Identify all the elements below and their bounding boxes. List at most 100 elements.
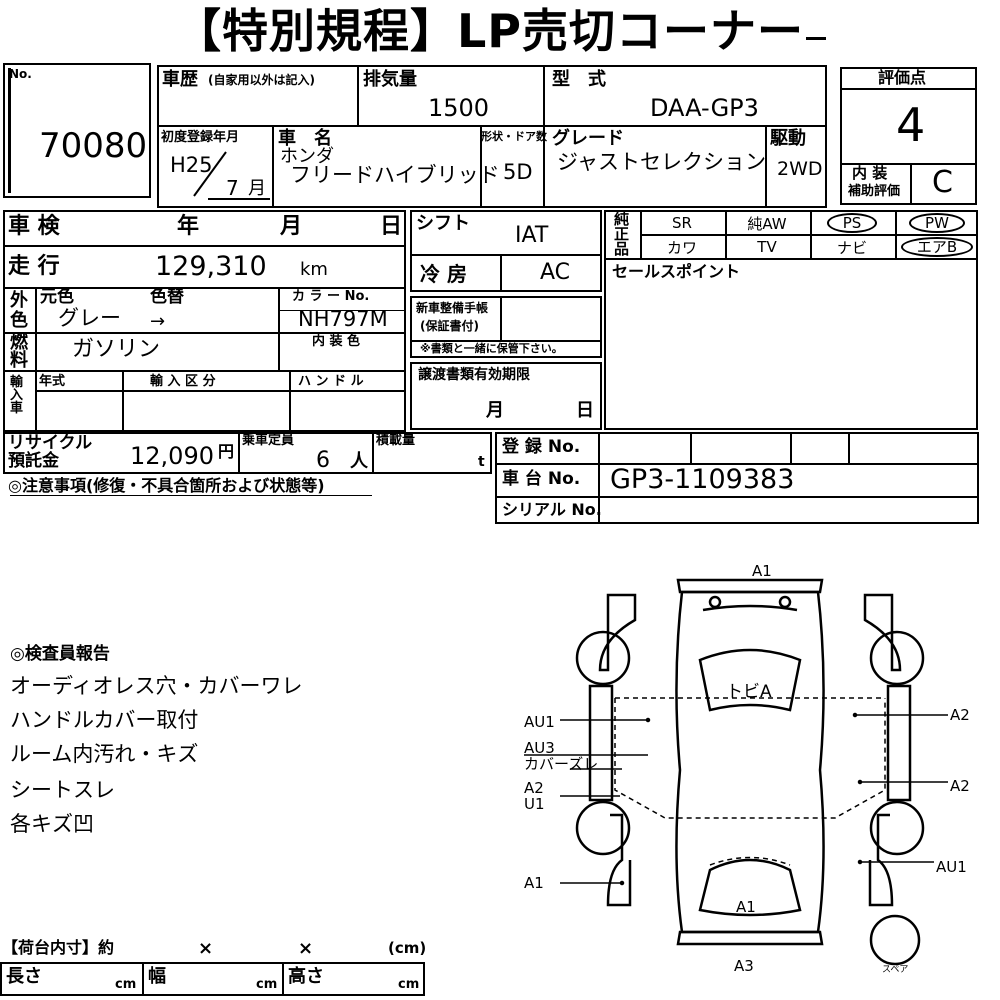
page-title: 【特別規程】LP売切コーナー: [175, 4, 805, 58]
diagram-label-left2b: カバーズレ: [524, 755, 598, 773]
cargo-length-unit: cm: [115, 977, 137, 992]
report-line: シートスレ: [10, 778, 115, 802]
load-unit: t: [478, 454, 485, 470]
original-color-label: 元色: [40, 287, 74, 307]
recycle-unit: 円: [218, 442, 235, 461]
stock-number-bracket: [8, 68, 11, 193]
diagram-label-bottom: A3: [734, 957, 754, 975]
first-registration-month-unit: 月: [248, 178, 266, 199]
equipment-item: カワ: [642, 237, 722, 257]
first-registration-label: 初度登録年月: [161, 130, 240, 145]
stock-number-label: No.: [9, 67, 32, 81]
color-label-2: 色: [10, 310, 28, 331]
registration-number-label: 登 録 No.: [502, 437, 581, 457]
notes-label: ◎注意事項(修復・不具合箇所および状態等): [8, 476, 325, 495]
car-name-label: 車 名: [278, 128, 332, 149]
manual-label-2: (保証書付): [420, 319, 479, 333]
history-note: (自家用以外は記入): [208, 73, 315, 87]
diagram-label-spare: スペア: [882, 965, 908, 975]
fuel-label-1: 燃: [10, 332, 28, 353]
mileage-unit: km: [300, 259, 328, 280]
equipment-item: PS: [812, 213, 892, 233]
rating-value: 4: [896, 98, 926, 152]
shaken-label: 車 検: [8, 214, 60, 239]
diagram-label-right1: A2: [950, 706, 970, 724]
ac-value: AC: [540, 260, 571, 285]
diagram-label-hood: トビA: [726, 682, 772, 702]
cargo-grid: [0, 962, 425, 996]
transfer-day-unit: 日: [576, 400, 594, 421]
model-label: 型 式: [552, 69, 606, 90]
transfer-label: 譲渡書類有効期限: [418, 367, 530, 383]
cargo-unit: (cm): [388, 939, 427, 957]
equipment-item: ナビ: [812, 237, 892, 257]
equipment-item-label: 純AW: [747, 214, 787, 233]
first-registration-month: 7: [226, 176, 239, 200]
diagram-label-left4: A1: [524, 874, 544, 892]
manual-box: [410, 296, 602, 358]
color-number-label: カ ラ ー No.: [292, 289, 370, 304]
equipment-item-label: ナビ: [836, 238, 867, 257]
equipment-item: PW: [897, 213, 977, 233]
equipment-item: エアB: [897, 237, 977, 257]
interior-rating-label-2: 補助評価: [848, 184, 901, 199]
shaken-day-unit: 日: [380, 214, 403, 239]
fuel-value: ガソリン: [72, 337, 161, 362]
doors-value: 5D: [503, 160, 533, 184]
registration-grid: [495, 432, 979, 524]
stock-number: 70080: [39, 126, 148, 166]
transfer-box: 譲渡書類有効期限 月 日: [410, 362, 602, 430]
interior-color-label: 内 装 色: [312, 334, 361, 349]
title-underline-dash: [806, 37, 826, 40]
shift-value: IAT: [515, 223, 549, 248]
equipment-item-label: TV: [757, 238, 777, 256]
equipment-item: TV: [727, 237, 807, 257]
drive-label: 駆動: [770, 128, 806, 149]
diagram-label-left1: AU1: [524, 713, 555, 731]
diagram-label-rear-inner: A1: [736, 898, 756, 916]
cargo-length-label: 長さ: [6, 966, 42, 987]
manual-label-1: 新車整備手帳: [416, 301, 489, 315]
ac-label: 冷 房: [420, 262, 467, 286]
grade-label: グレード: [552, 128, 624, 149]
date-slash: [193, 151, 227, 197]
import-type-label: 輸 入 区 分: [150, 374, 216, 389]
car-name: フリードハイブリッド: [290, 163, 500, 187]
displacement-label: 排気量: [363, 69, 417, 90]
interior-rating-value: C: [932, 165, 953, 200]
equipment-item-label: PW: [909, 213, 965, 233]
equipment-item: SR: [642, 213, 722, 233]
recycle-label-2: 預託金: [8, 451, 59, 471]
sales-point-label: セールスポイント: [612, 262, 741, 281]
color-number-value: NH797M: [298, 307, 388, 331]
equipment-item-label: エアB: [900, 237, 974, 257]
diagram-label-right3: AU1: [936, 858, 967, 876]
equipment-item: 純AW: [727, 213, 807, 233]
header-grid: [157, 65, 827, 208]
import-car-label: 輸入車: [10, 375, 24, 416]
manual-note: ※書類と一緒に保管下さい。: [420, 342, 563, 355]
repaint-label: 色替: [150, 287, 184, 307]
cargo-width-label: 幅: [148, 966, 166, 987]
diagram-label-top: A1: [752, 562, 772, 580]
mileage-value: 129,310: [155, 251, 267, 282]
report-line: 各キズ凹: [10, 812, 94, 836]
equipment-label: 純正品: [614, 210, 630, 258]
interior-rating-label: 内 装: [852, 164, 888, 182]
grade-value: ジャストセレクション: [557, 150, 766, 174]
equipment-item-label: カワ: [666, 238, 697, 257]
color-label-1: 外: [10, 290, 28, 311]
doors-label: 形状・ドア数: [481, 130, 547, 143]
chassis-number-label: 車 台 No.: [502, 469, 581, 489]
diagram-label-left2a: AU3: [524, 739, 555, 757]
capacity-value: 6: [316, 448, 330, 473]
cargo-label: 【荷台内寸】約: [2, 938, 115, 957]
drive-value: 2WD: [777, 158, 823, 180]
cargo-height-unit: cm: [398, 977, 420, 992]
shift-label: シフト: [416, 213, 470, 234]
diagram-label-right2: A2: [950, 777, 970, 795]
cargo-height-label: 高さ: [288, 966, 324, 987]
transfer-month-unit: 月: [486, 400, 504, 421]
car-maker: ホンダ: [280, 146, 334, 167]
history-label: 車歴: [162, 69, 198, 90]
